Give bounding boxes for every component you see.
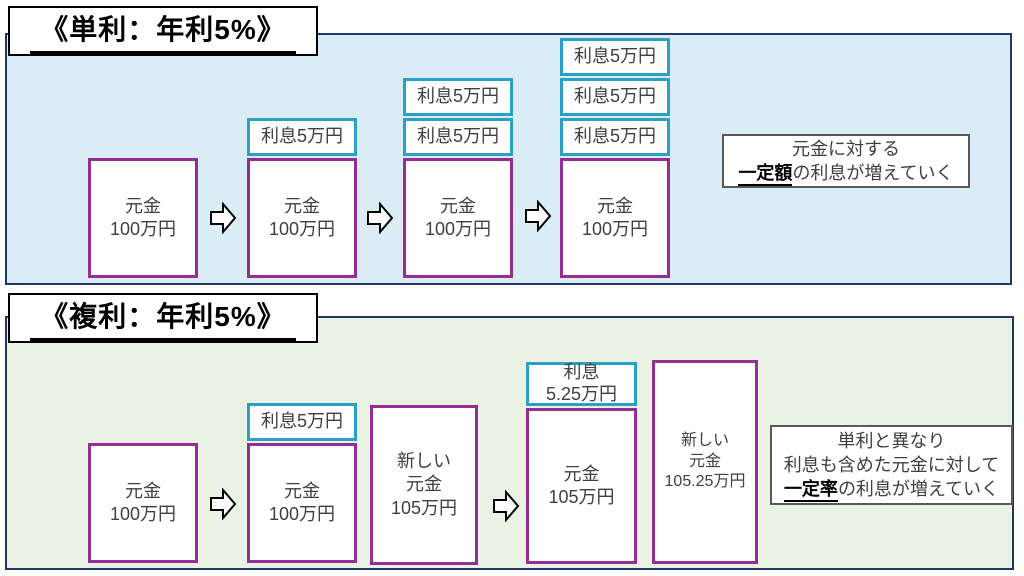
note-rest: の利息が増えていく: [792, 163, 954, 183]
interest-label: 利息: [563, 362, 600, 383]
principal-box: 元金 105万円: [526, 408, 637, 564]
compound-note-box: 単利と異なり 利息も含めた元金に対して 一定率の利息が増えていく: [770, 425, 1013, 505]
arrow-right-icon: [493, 490, 520, 522]
principal-box: 元金 100万円: [403, 158, 513, 278]
principal-label: 元金: [125, 195, 161, 216]
principal-label: 元金: [563, 463, 600, 484]
new-principal-amount: 105万円: [390, 497, 458, 518]
principal-label: 元金: [284, 480, 320, 501]
principal-amount: 100万円: [581, 219, 649, 239]
principal-amount: 105万円: [548, 487, 615, 507]
new-principal-label: 新しい: [680, 431, 729, 449]
principal-amount: 100万円: [424, 219, 492, 239]
principal-amount: 100万円: [268, 219, 336, 239]
note-line: 元金に対する: [792, 138, 900, 159]
interest-box: 利息5万円: [247, 403, 357, 441]
principal-amount: 100万円: [268, 504, 336, 524]
simple-title-text: 《単利：年利5%》: [30, 8, 296, 54]
principal-label: 元金: [284, 195, 320, 216]
arrow-right-icon: [525, 200, 552, 232]
simple-interest-title: 《単利：年利5%》: [8, 6, 318, 56]
note-rest: の利息が増えていく: [837, 479, 1000, 500]
new-principal-label: 新しい: [397, 450, 451, 471]
interest-box: 利息5万円: [560, 118, 670, 156]
interest-amount: 5.25万円: [545, 384, 618, 404]
arrow-right-icon: [210, 202, 237, 234]
compound-title-text: 《複利：年利5%》: [30, 295, 296, 341]
arrow-right-icon: [367, 202, 394, 234]
interest-label: 利息5万円: [573, 86, 656, 107]
interest-label: 利息5万円: [416, 126, 499, 147]
interest-label: 利息5万円: [260, 411, 343, 432]
note-line: 利息も含めた元金に対して: [783, 454, 1000, 475]
interest-box: 利息5万円: [560, 78, 670, 116]
principal-amount: 100万円: [109, 219, 177, 239]
note-emphasis: 一定額: [738, 163, 793, 186]
interest-box: 利息5万円: [560, 38, 670, 76]
new-principal-box: 新しい 元金 105万円: [370, 405, 478, 565]
new-principal-amount: 105.25万円: [664, 473, 746, 491]
principal-box: 元金 100万円: [247, 158, 357, 278]
interest-box: 利息5万円: [403, 118, 513, 156]
arrow-right-icon: [210, 488, 237, 520]
compound-interest-title: 《複利：年利5%》: [8, 293, 318, 343]
interest-label: 利息5万円: [573, 46, 656, 67]
principal-box: 元金 100万円: [88, 158, 198, 278]
interest-box: 利息5万円: [247, 118, 357, 156]
interest-label: 利息5万円: [416, 86, 499, 107]
principal-label: 元金: [597, 195, 633, 216]
principal-amount: 100万円: [109, 504, 177, 524]
interest-label: 利息5万円: [573, 126, 656, 147]
new-principal-box: 新しい 元金 105.25万円: [652, 360, 758, 564]
simple-note-box: 元金に対する 一定額の利息が増えていく: [722, 134, 970, 188]
note-emphasis: 一定率: [783, 479, 838, 503]
note-line: 一定率の利息が増えていく: [783, 477, 1000, 503]
principal-box: 元金 100万円: [560, 158, 670, 278]
new-principal-label: 元金: [406, 474, 442, 495]
interest-box: 利息5万円: [403, 78, 513, 116]
principal-box: 元金 100万円: [247, 443, 357, 563]
interest-label: 利息5万円: [260, 126, 343, 147]
interest-box: 利息 5.25万円: [526, 362, 637, 406]
note-line: 単利と異なり: [837, 430, 946, 451]
principal-label: 元金: [125, 480, 161, 501]
note-line: 一定額の利息が増えていく: [738, 161, 954, 186]
principal-box: 元金 100万円: [88, 443, 198, 563]
principal-label: 元金: [440, 195, 476, 216]
new-principal-label: 元金: [688, 452, 721, 470]
